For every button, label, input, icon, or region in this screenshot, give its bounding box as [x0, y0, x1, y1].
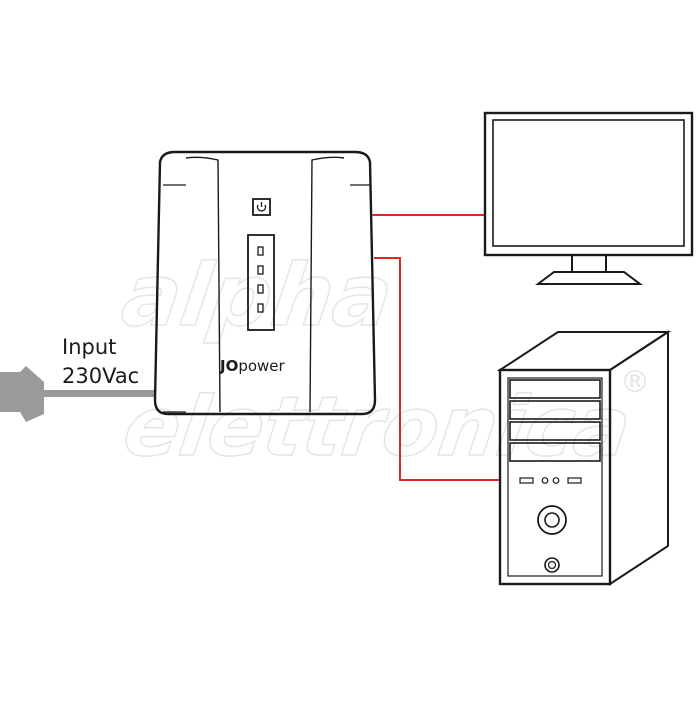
computer-cable	[374, 257, 500, 481]
brand-logo-light: power	[238, 357, 285, 375]
ups-unit	[153, 150, 377, 416]
led-indicator-icon	[257, 265, 264, 275]
led-indicator-icon	[257, 303, 264, 313]
watermark: alpha elettronica ®	[116, 246, 650, 476]
input-label-line1: Input	[62, 335, 117, 359]
power-plug	[0, 366, 156, 422]
brand-logo: JOpower	[219, 357, 286, 375]
brand-logo-bold: JO	[219, 357, 238, 375]
power-button-icon	[537, 505, 567, 535]
monitor	[483, 111, 694, 285]
output-cables	[372, 214, 500, 481]
svg-text:JOpower: JOpower	[219, 357, 286, 375]
power-button-icon	[252, 198, 271, 216]
watermark-registered: ®	[620, 365, 650, 400]
reset-button-icon	[544, 557, 560, 573]
led-panel	[247, 234, 275, 331]
computer-tower	[496, 330, 672, 586]
led-indicator-icon	[257, 284, 264, 294]
watermark-text-bottom: elettronica	[118, 380, 636, 475]
led-indicator-icon	[257, 246, 264, 256]
input-label-line2: 230Vac	[62, 364, 140, 388]
